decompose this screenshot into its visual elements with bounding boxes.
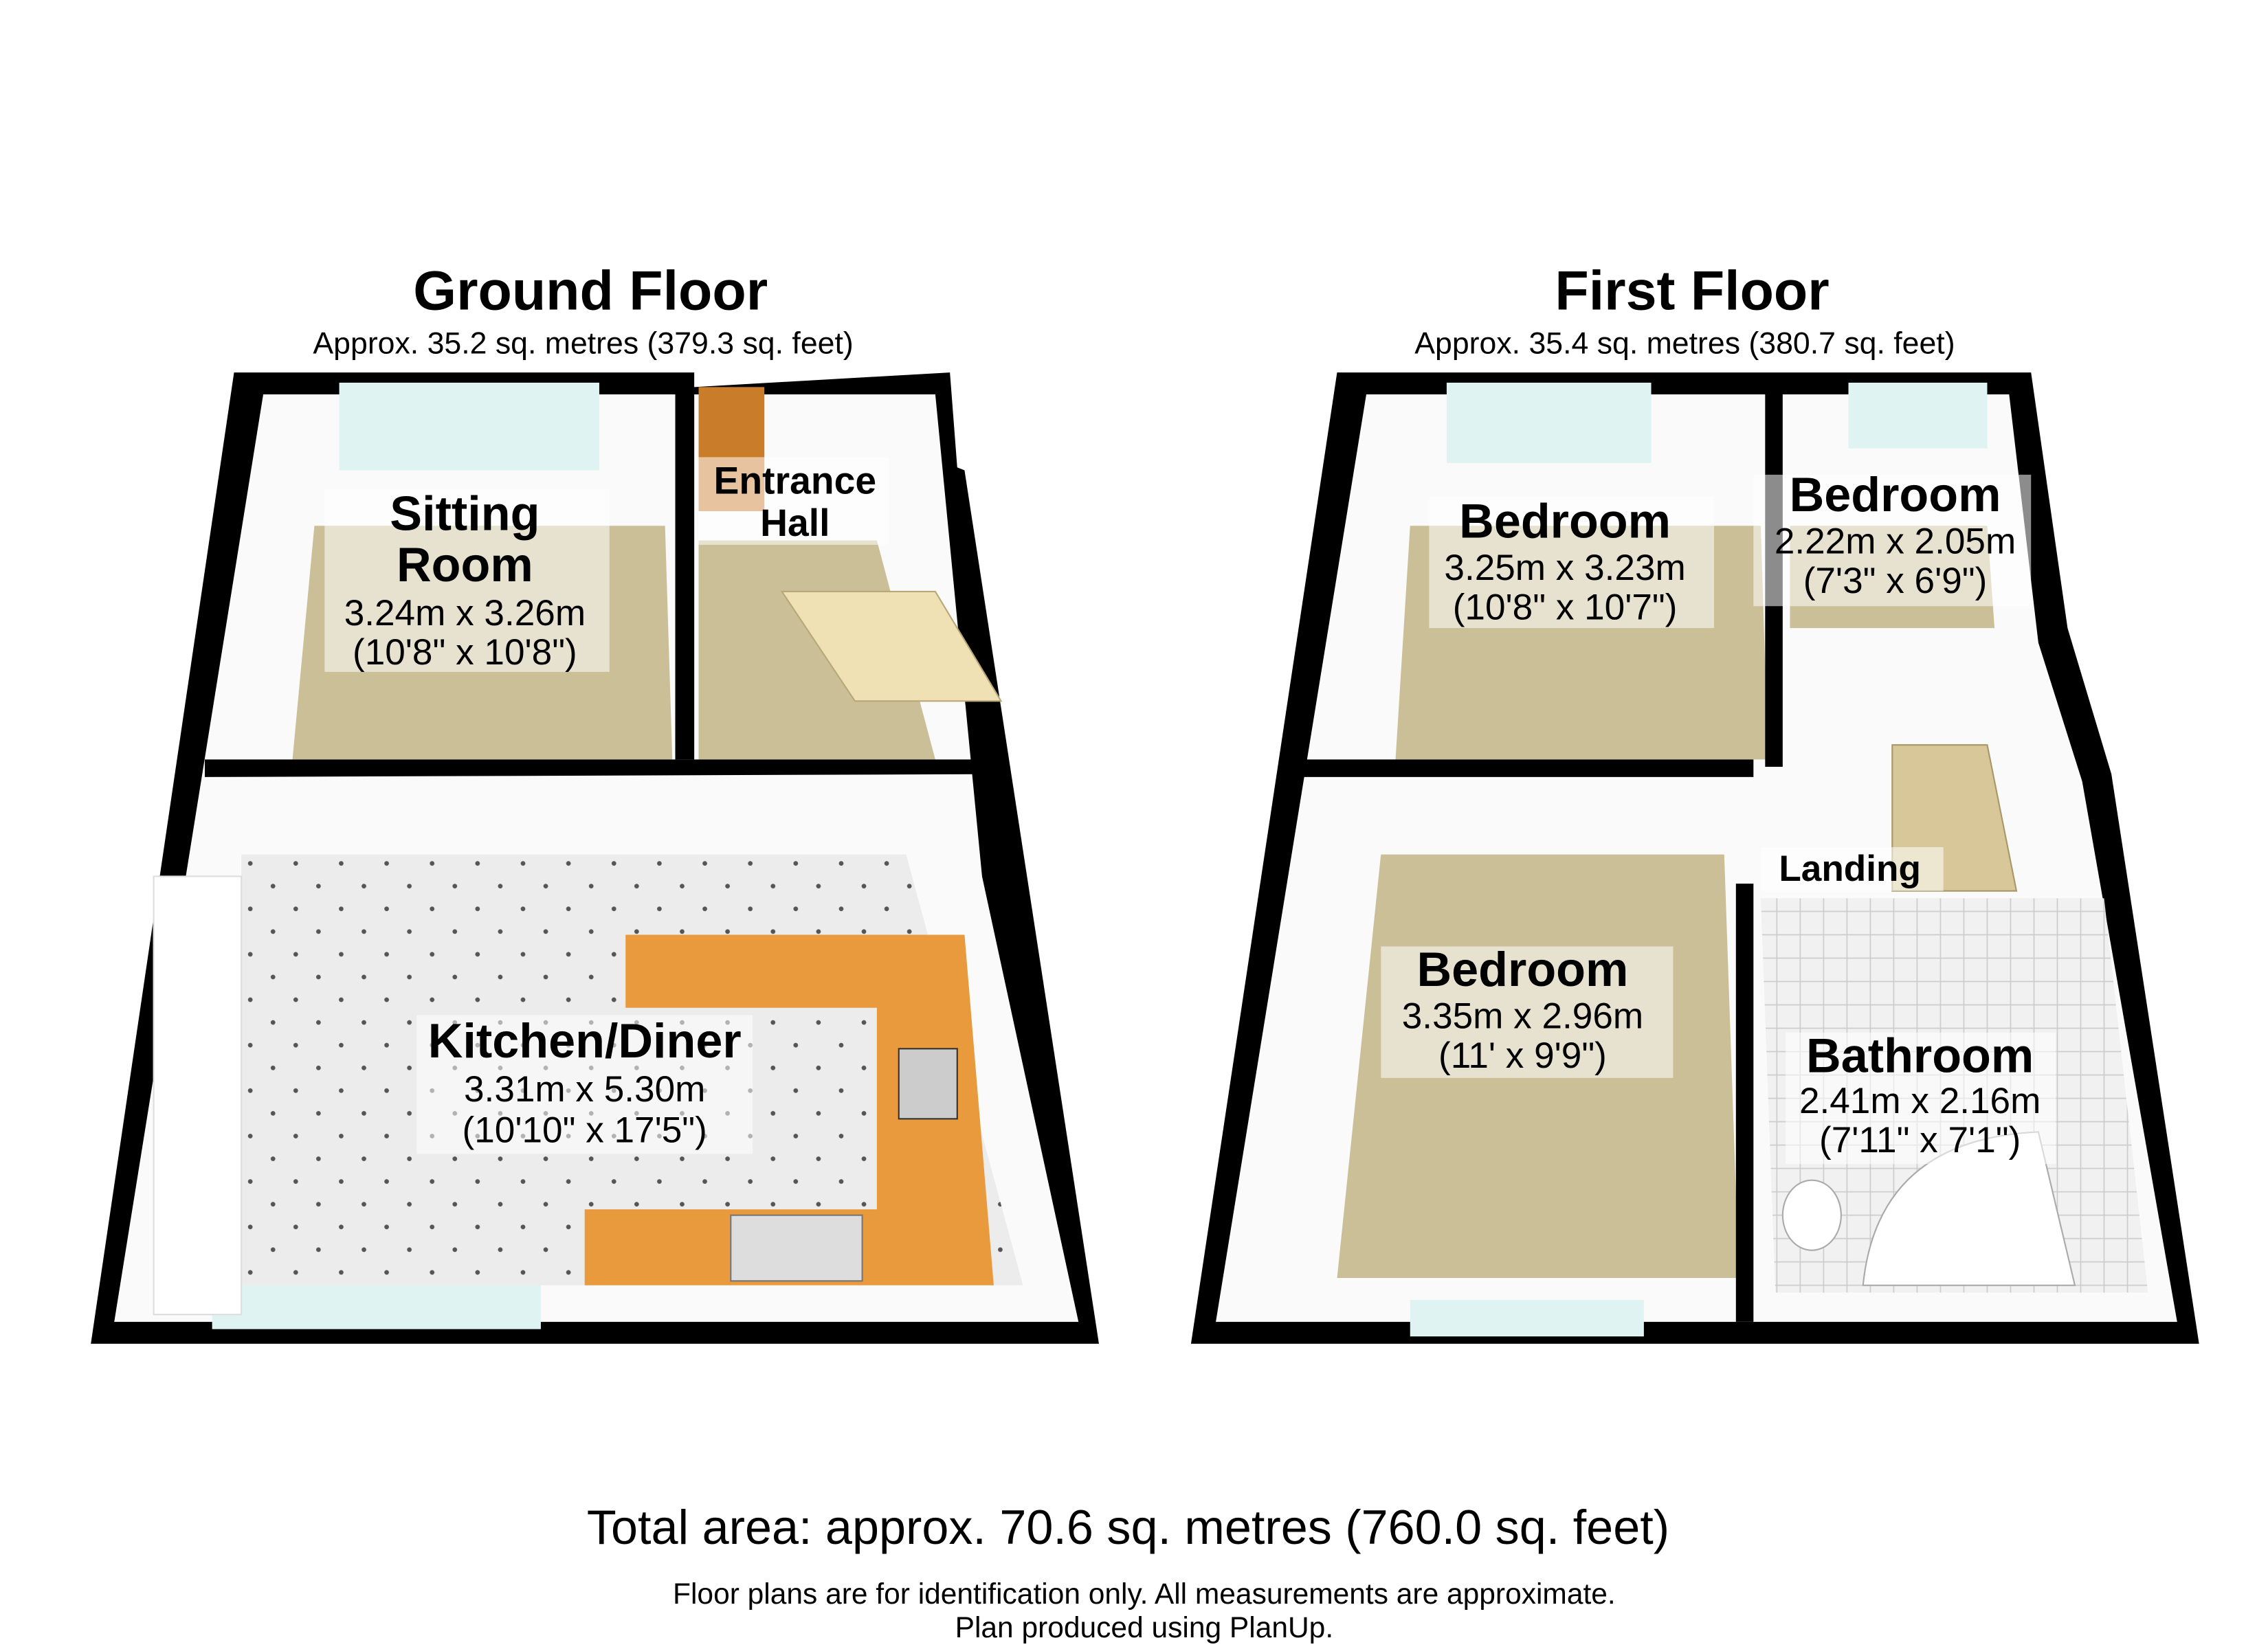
window-bedroom-1	[1446, 382, 1652, 463]
sitting-room-name-1: Sitting	[390, 486, 540, 541]
first-floor-area: Approx. 35.4 sq. metres (380.7 sq. feet)	[1414, 326, 1955, 360]
bedroom-1-dim-m: 3.25m x 3.23m	[1444, 548, 1685, 588]
bathroom-dim-m: 2.41m x 2.16m	[1799, 1081, 2041, 1121]
landing-name: Landing	[1779, 849, 1921, 889]
window-sitting-room	[339, 382, 599, 471]
ground-floor-title: Ground Floor	[413, 260, 768, 322]
ground-floor-area: Approx. 35.2 sq. metres (379.3 sq. feet)	[313, 326, 853, 360]
sitting-room-dim-ft: (10'8" x 10'8")	[353, 632, 577, 673]
disclaimer: Floor plans are for identification only.…	[673, 1578, 1616, 1611]
sink	[730, 1214, 863, 1282]
bedroom-2-name: Bedroom	[1790, 467, 2001, 521]
partition-wall-upper	[1286, 759, 1754, 777]
entrance-hall-name-1: Entrance	[714, 460, 876, 502]
bedroom-3-name: Bedroom	[1417, 942, 1629, 996]
kitchen-dim-m: 3.31m x 5.30m	[464, 1069, 705, 1110]
credit: Plan produced using PlanUp.	[955, 1612, 1334, 1644]
total-area: Total area: approx. 70.6 sq. metres (760…	[587, 1500, 1669, 1554]
entrance-hall-name-2: Hall	[760, 502, 830, 544]
kitchen-name: Kitchen/Diner	[428, 1013, 742, 1068]
label-backgrounds	[324, 457, 2056, 1165]
bathroom-name: Bathroom	[1806, 1028, 2034, 1082]
bedroom-1-name: Bedroom	[1459, 493, 1671, 548]
bedroom-2-dim-ft: (7'3" x 6'9")	[1803, 561, 1988, 601]
kitchen-dim-ft: (10'10" x 17'5")	[463, 1110, 707, 1150]
wall-bathroom	[1735, 884, 1754, 1322]
first-floor-title: First Floor	[1555, 260, 1829, 322]
bathroom-dim-ft: (7'11" x 7'1")	[1819, 1120, 2021, 1160]
sitting-room-name-2: Room	[397, 537, 533, 592]
bedroom-3-dim-ft: (11' x 9'9")	[1438, 1035, 1607, 1076]
bedroom-2-dim-m: 2.22m x 2.05m	[1775, 521, 2016, 562]
stairs	[780, 590, 1003, 702]
window-kitchen	[212, 1285, 541, 1330]
kitchen-side-unit	[153, 875, 243, 1316]
window-bedroom-3	[1410, 1299, 1644, 1337]
window-bedroom-2	[1848, 382, 1988, 449]
hob	[898, 1048, 958, 1120]
toilet	[1781, 1179, 1842, 1251]
bedroom-3-dim-m: 3.35m x 2.96m	[1402, 996, 1643, 1037]
bedroom-1-dim-ft: (10'8" x 10'7")	[1453, 587, 1678, 627]
sitting-room-dim-m: 3.24m x 3.26m	[344, 593, 586, 633]
kitchen-worktop	[584, 934, 994, 1286]
partition-wall	[205, 759, 997, 777]
